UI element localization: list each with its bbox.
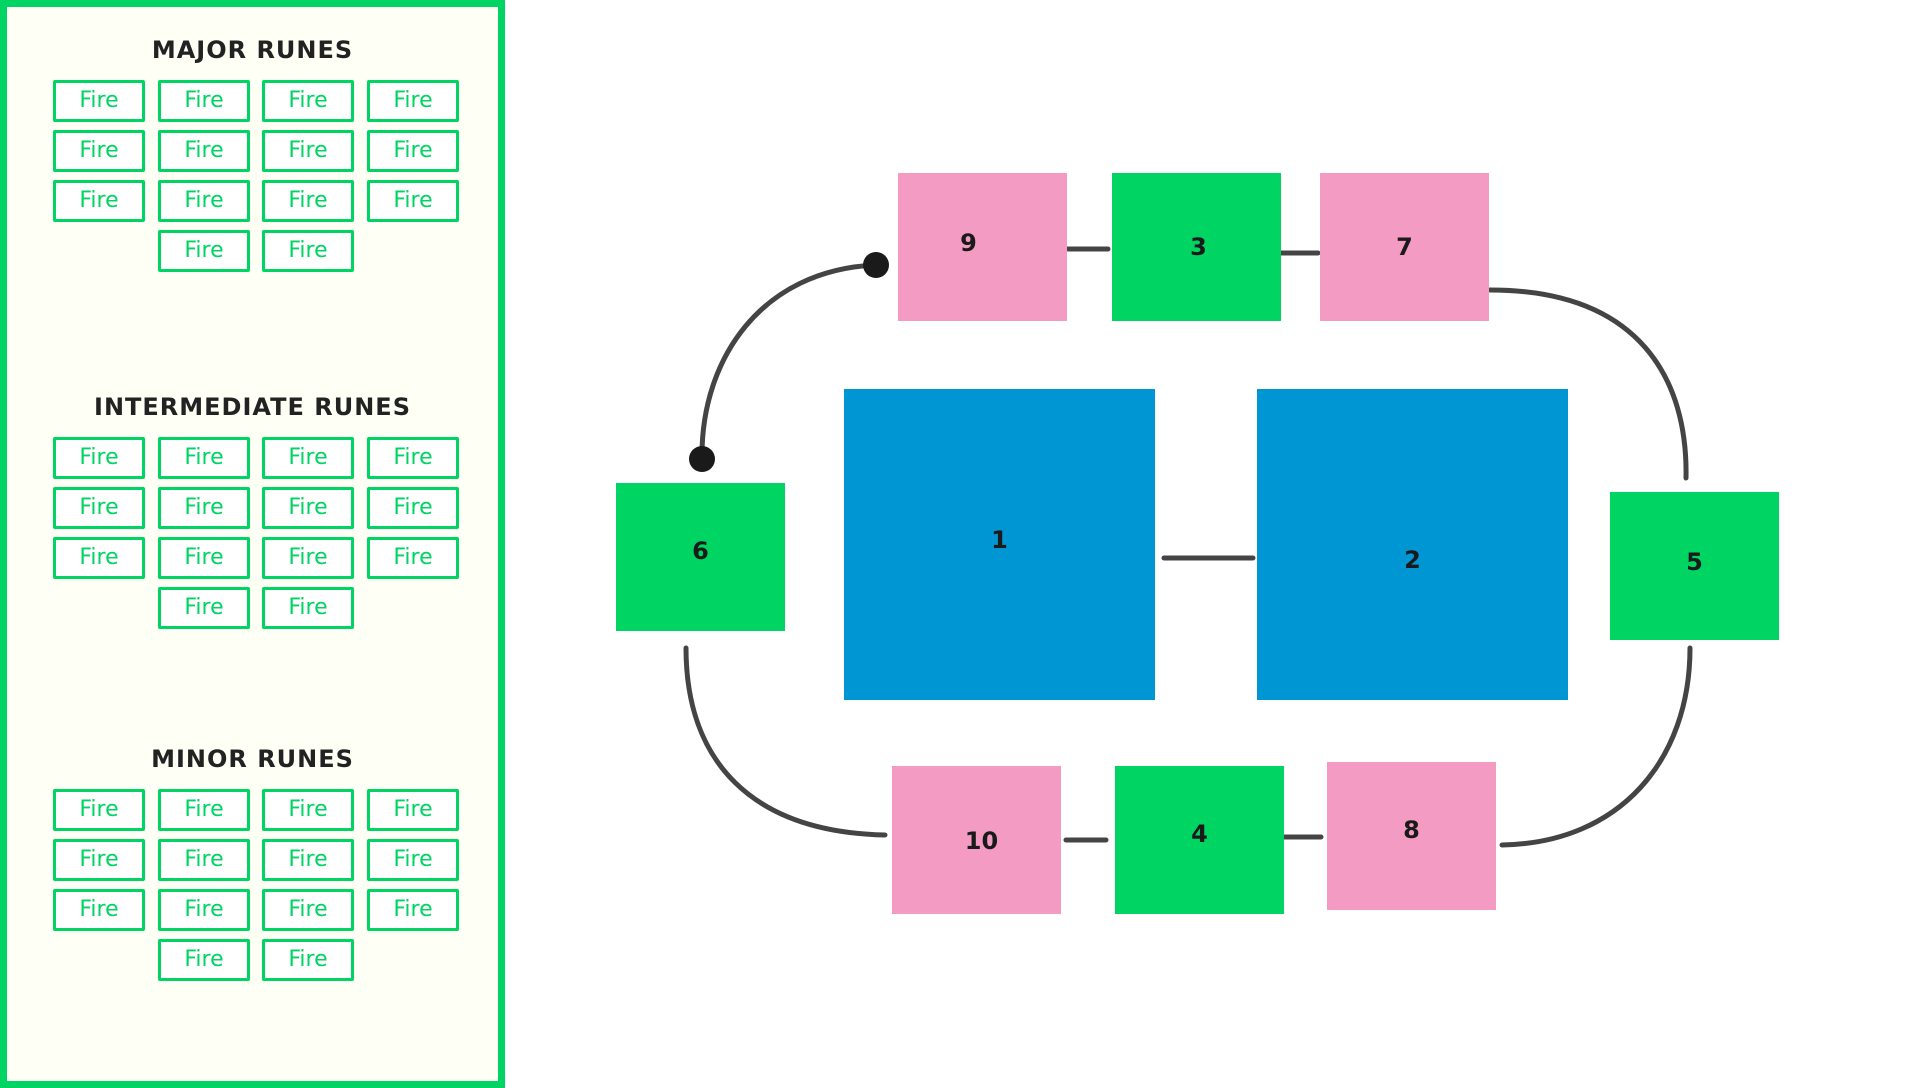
rune-button[interactable]: Fire <box>367 130 459 172</box>
rune-button[interactable]: Fire <box>262 487 354 529</box>
rune-button[interactable]: Fire <box>158 487 250 529</box>
tile-label-10: 10 <box>964 827 999 855</box>
connector-marker-left <box>689 446 715 472</box>
tile-label-4: 4 <box>1191 820 1208 848</box>
curve-9-6 <box>699 262 879 458</box>
rune-button[interactable]: Fire <box>53 839 145 881</box>
tile-10[interactable]: 10 <box>892 766 1061 914</box>
rune-button[interactable]: Fire <box>53 789 145 831</box>
tile-label-7: 7 <box>1396 233 1413 261</box>
rune-button[interactable]: Fire <box>262 437 354 479</box>
tile-3[interactable]: 3 <box>1112 173 1281 321</box>
rune-button[interactable]: Fire <box>53 437 145 479</box>
rune-button[interactable]: Fire <box>158 587 250 629</box>
tile-label-8: 8 <box>1403 816 1420 844</box>
rune-button[interactable]: Fire <box>158 939 250 981</box>
rune-section-title-major: MAJOR RUNES <box>151 36 354 64</box>
tile-6[interactable]: 6 <box>616 483 785 631</box>
rune-button[interactable]: Fire <box>158 839 250 881</box>
tile-label-6: 6 <box>692 537 709 565</box>
tile-4[interactable]: 4 <box>1115 766 1284 914</box>
tile-label-1: 1 <box>991 525 1008 554</box>
tile-label-2: 2 <box>1404 545 1421 574</box>
connector-marker-top <box>863 252 889 278</box>
tile-label-3: 3 <box>1190 233 1207 261</box>
rune-button[interactable]: Fire <box>158 889 250 931</box>
curve-6-10 <box>683 645 888 838</box>
rune-button[interactable]: Fire <box>262 789 354 831</box>
rune-button[interactable]: Fire <box>367 789 459 831</box>
tile-1[interactable]: 1 <box>844 389 1155 700</box>
tile-label-5: 5 <box>1686 548 1703 576</box>
rune-button[interactable]: Fire <box>53 130 145 172</box>
rune-button[interactable]: Fire <box>53 537 145 579</box>
rune-button[interactable]: Fire <box>262 130 354 172</box>
rune-button[interactable]: Fire <box>367 537 459 579</box>
rune-button[interactable]: Fire <box>262 180 354 222</box>
rune-button[interactable]: Fire <box>158 437 250 479</box>
rune-button[interactable]: Fire <box>158 789 250 831</box>
rune-button[interactable]: Fire <box>262 537 354 579</box>
tile-2[interactable]: 2 <box>1257 389 1568 700</box>
rune-button[interactable]: Fire <box>158 180 250 222</box>
rune-button[interactable]: Fire <box>158 537 250 579</box>
rune-button[interactable]: Fire <box>262 80 354 122</box>
rune-button[interactable]: Fire <box>158 80 250 122</box>
rune-button[interactable]: Fire <box>262 230 354 272</box>
rune-button[interactable]: Fire <box>262 587 354 629</box>
rune-button[interactable]: Fire <box>158 130 250 172</box>
rune-button[interactable]: Fire <box>158 230 250 272</box>
tile-8[interactable]: 8 <box>1327 762 1496 910</box>
rune-button[interactable]: Fire <box>262 889 354 931</box>
tile-5[interactable]: 5 <box>1610 492 1779 640</box>
rune-button[interactable]: Fire <box>367 889 459 931</box>
rune-button[interactable]: Fire <box>53 180 145 222</box>
tile-7[interactable]: 7 <box>1320 173 1489 321</box>
tile-label-9: 9 <box>960 229 977 257</box>
rune-section-title-intermediate: INTERMEDIATE RUNES <box>94 393 411 421</box>
rune-button[interactable]: Fire <box>262 939 354 981</box>
rune-button[interactable]: Fire <box>367 437 459 479</box>
rune-button[interactable]: Fire <box>367 80 459 122</box>
rune-section-title-minor: MINOR RUNES <box>151 745 354 773</box>
curve-5-8 <box>1499 645 1693 848</box>
curve-7-5 <box>1487 287 1689 481</box>
rune-button[interactable]: Fire <box>367 839 459 881</box>
rune-button[interactable]: Fire <box>53 487 145 529</box>
rune-button[interactable]: Fire <box>367 180 459 222</box>
rune-button[interactable]: Fire <box>53 889 145 931</box>
rune-button[interactable]: Fire <box>262 839 354 881</box>
rune-button[interactable]: Fire <box>53 80 145 122</box>
rune-button[interactable]: Fire <box>367 487 459 529</box>
tile-9[interactable]: 9 <box>898 173 1067 321</box>
